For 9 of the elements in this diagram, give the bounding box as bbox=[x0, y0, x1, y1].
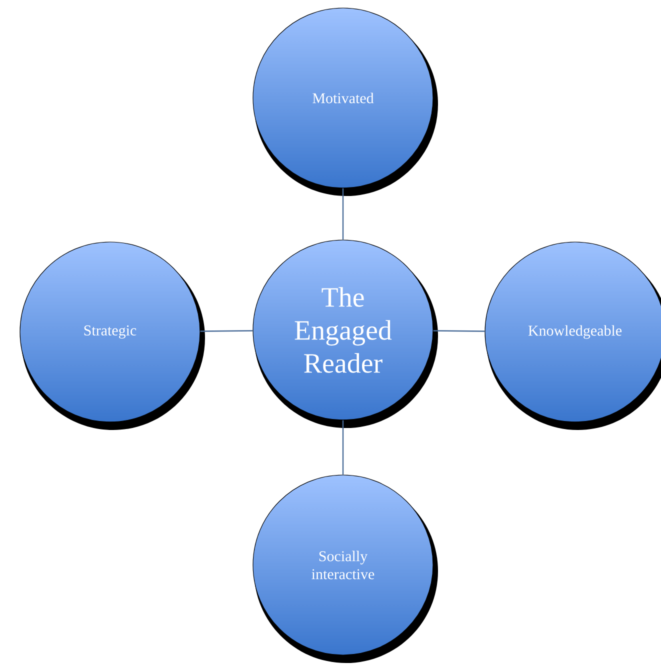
connector-line bbox=[200, 330, 253, 332]
circle-node: Motivated bbox=[252, 8, 438, 196]
connector-line bbox=[342, 420, 344, 475]
circle-node: Socially interactive bbox=[252, 474, 438, 663]
circle-node: The Engaged Reader bbox=[252, 240, 438, 428]
connector-line bbox=[342, 188, 344, 240]
connector-line bbox=[433, 330, 485, 332]
circle-node: Knowledgeable bbox=[484, 242, 661, 430]
circle-node: Strategic bbox=[20, 242, 205, 430]
